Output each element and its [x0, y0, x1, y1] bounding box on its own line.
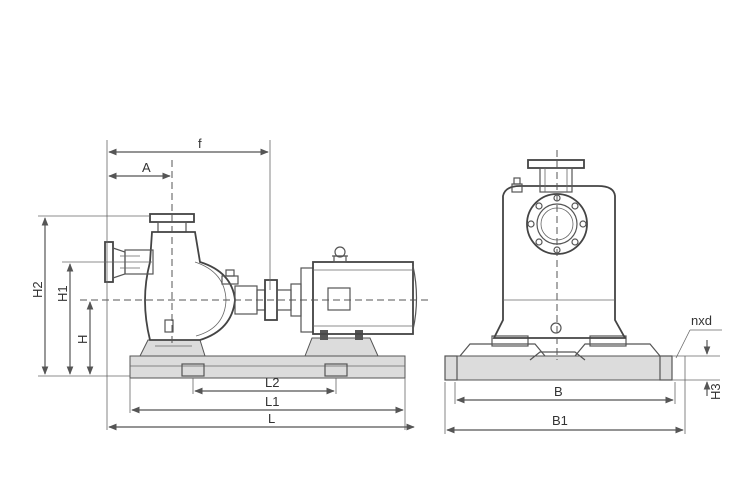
- label-l2: L2: [265, 375, 279, 390]
- dimension-h1: H1: [55, 263, 74, 375]
- side-view: f A H2 H1 H L2 L1: [30, 136, 430, 431]
- dimension-b1: B1: [446, 413, 684, 434]
- dimension-l1: L1: [131, 394, 404, 414]
- dimension-a: A: [108, 160, 171, 180]
- dimension-h3: H3: [703, 340, 723, 400]
- dimension-h: H: [75, 301, 94, 375]
- dimension-b: B: [456, 384, 674, 404]
- dimension-l: L: [108, 411, 415, 431]
- label-b1: B1: [552, 413, 568, 428]
- annotation-nxd: nxd: [675, 313, 722, 359]
- front-view: B B1 nxd H3: [444, 150, 723, 434]
- label-b: B: [554, 384, 563, 399]
- label-h1: H1: [55, 285, 70, 302]
- front-baseplate: [444, 343, 673, 381]
- label-h: H: [75, 335, 90, 344]
- motor-foot: [304, 330, 379, 357]
- label-a: A: [142, 160, 151, 175]
- label-h2: H2: [30, 281, 45, 298]
- label-h3: H3: [708, 383, 723, 400]
- label-f: f: [198, 136, 202, 151]
- dimension-h2: H2: [30, 217, 49, 375]
- dimension-f: f: [108, 136, 269, 156]
- label-l1: L1: [265, 394, 279, 409]
- label-l: L: [268, 411, 275, 426]
- front-casing: [492, 185, 627, 339]
- label-nxd: nxd: [691, 313, 712, 328]
- dimension-l2: L2: [194, 375, 335, 395]
- baseplate: [129, 355, 406, 379]
- motor: [300, 246, 418, 335]
- front-outlet: [527, 159, 585, 193]
- pump-body: [104, 213, 239, 341]
